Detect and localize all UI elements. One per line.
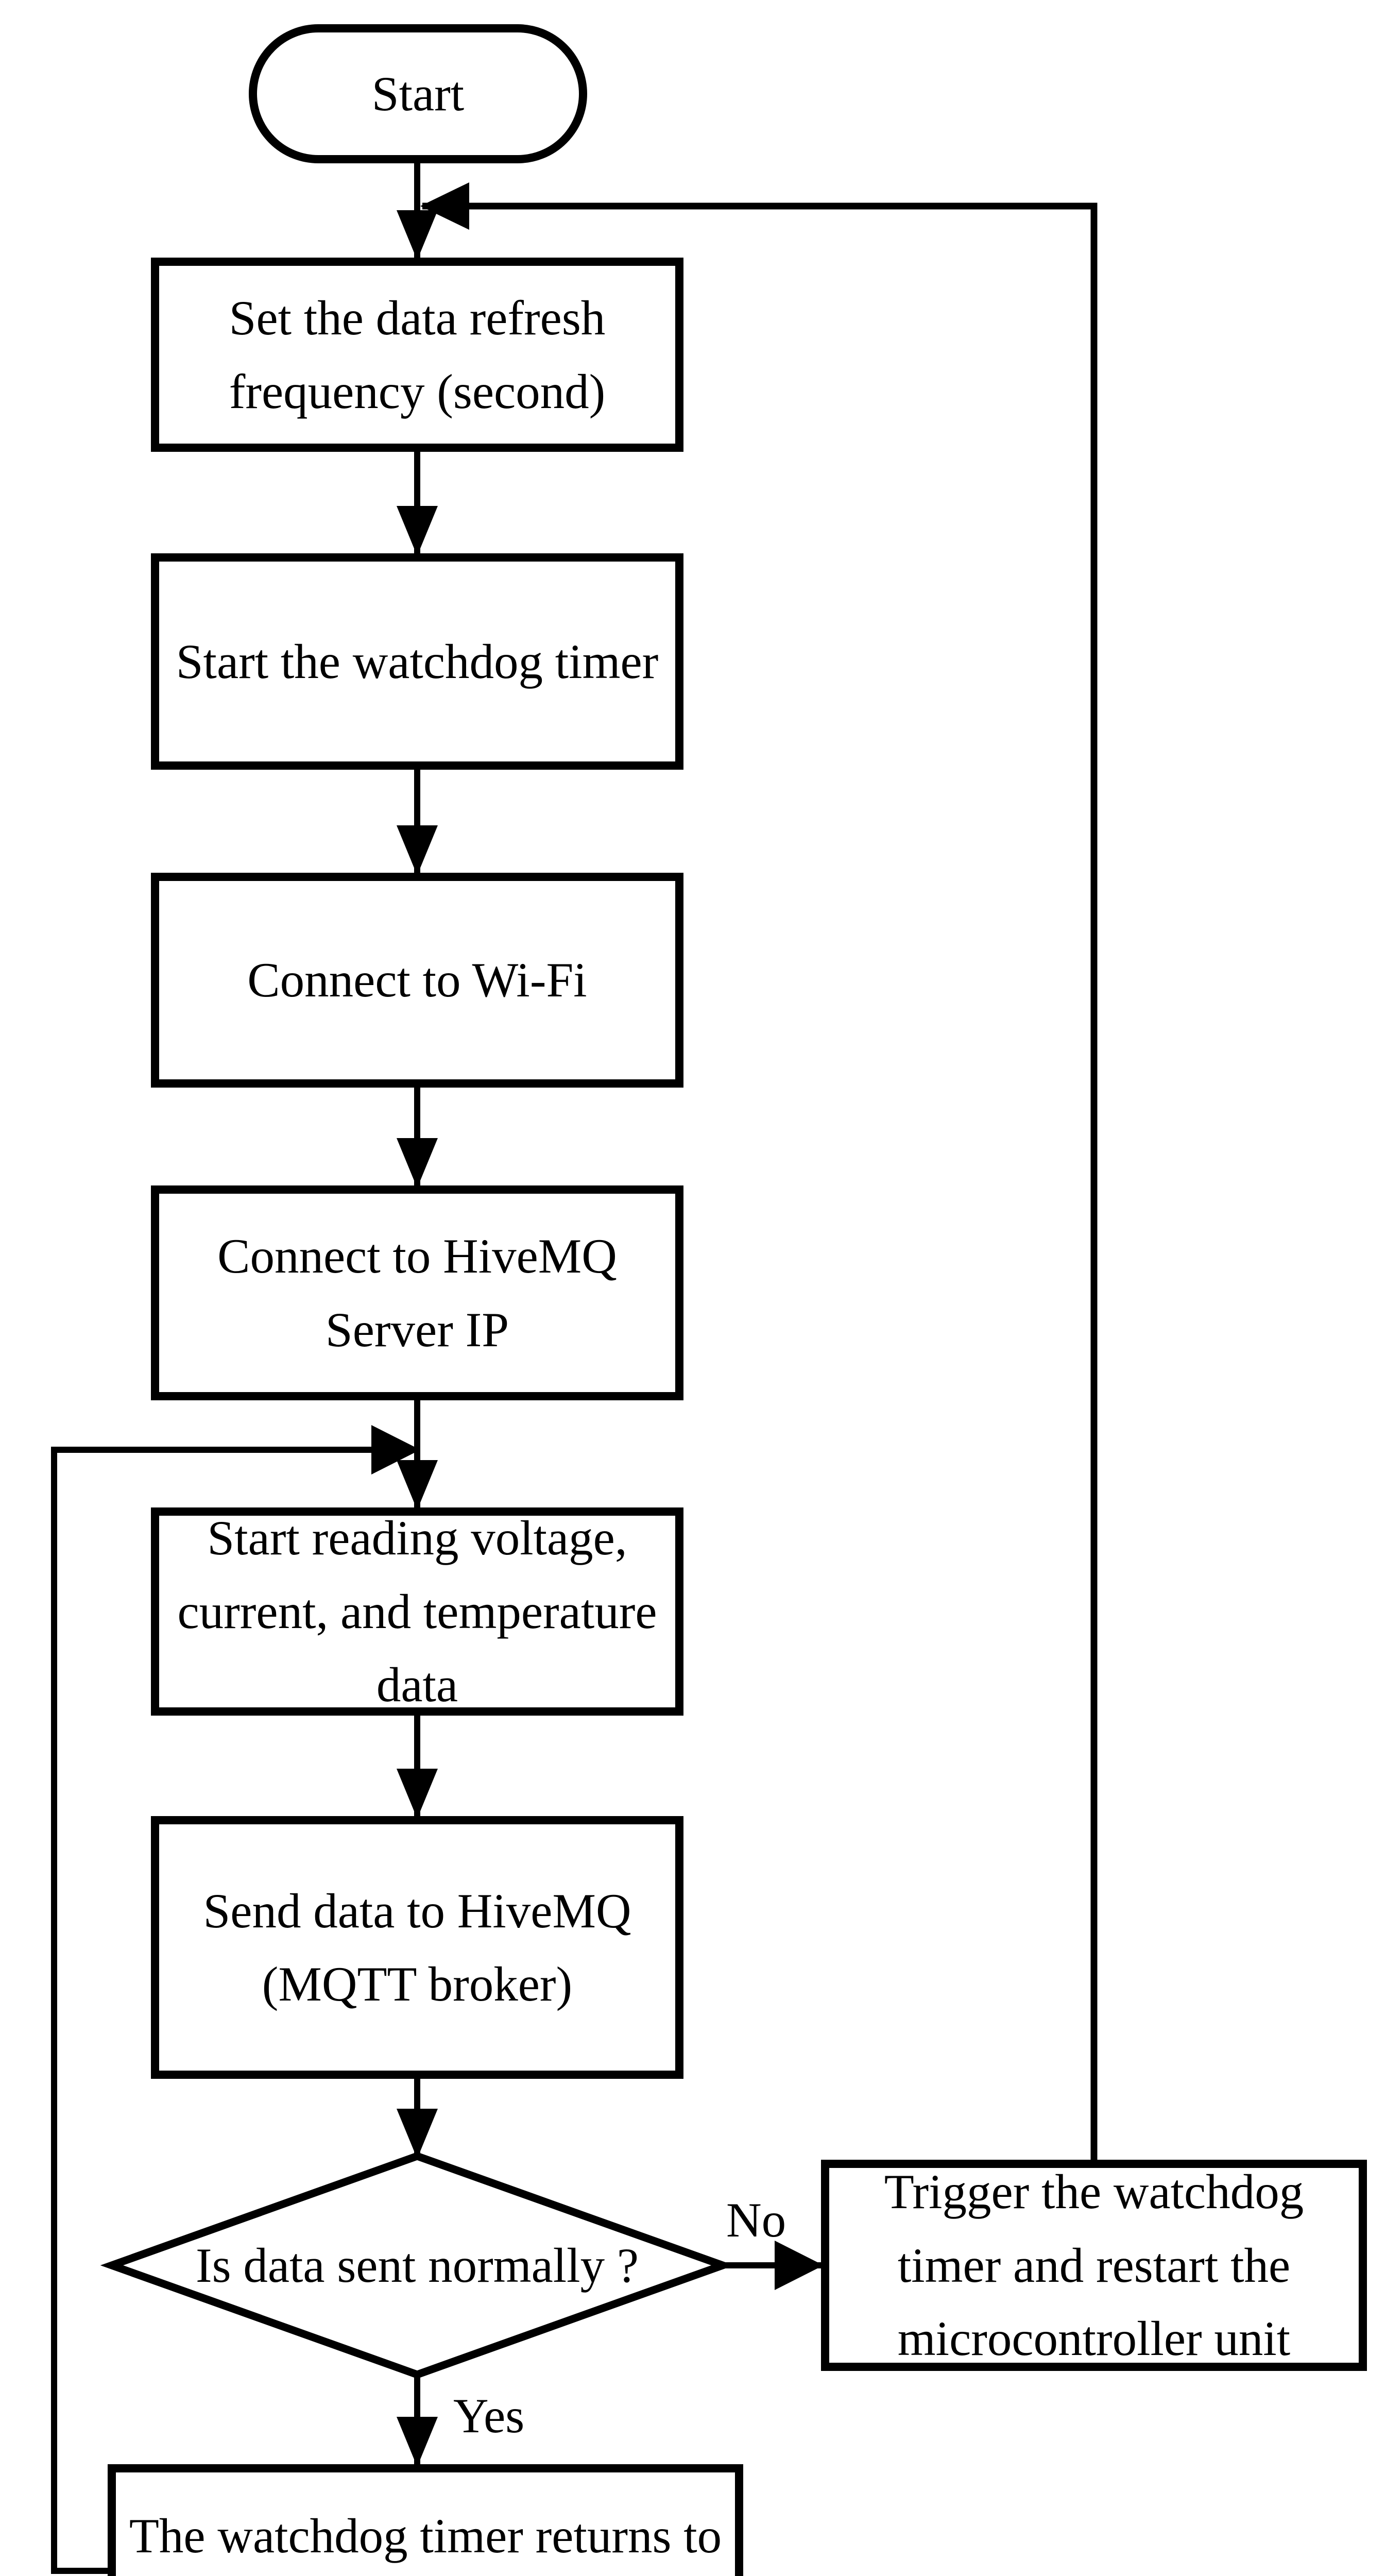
- arrowhead-into-trigger-restart: [775, 2241, 824, 2290]
- node-read-sensor-values: Start reading voltage, current, and temp…: [151, 1507, 683, 1716]
- edge-label-yes: Yes: [453, 2388, 525, 2443]
- node-send-data-to-hivemq: Send data to HiveMQ (MQTT broker): [151, 1816, 683, 2079]
- arrowhead-into-connect-wifi: [397, 825, 438, 875]
- node-set-refresh-frequency: Set the data refresh frequency (second): [151, 258, 683, 452]
- edge-yes-loop-line: [51, 1447, 418, 2574]
- node-set-refresh-frequency-label: Set the data refresh frequency (second): [229, 291, 606, 419]
- node-connect-wifi-label: Connect to Wi-Fi: [247, 953, 587, 1008]
- node-watchdog-returns-zero-label: The watchdog timer returns to zero and r…: [129, 2509, 722, 2563]
- decision-diamond-shape: [100, 2152, 734, 2379]
- edge-no-feedback-line: [422, 202, 1098, 2160]
- node-read-sensor-values-label: Start reading voltage, current, and temp…: [177, 1511, 657, 1713]
- node-start-label: Start: [371, 66, 465, 121]
- edge-label-no: No: [726, 2193, 786, 2247]
- node-start-watchdog-timer: Start the watchdog timer: [151, 553, 683, 770]
- arrowhead-into-read-values: [397, 1460, 438, 1510]
- arrowhead-feedback-into-main-line: [420, 182, 469, 230]
- node-start-watchdog-timer-label: Start the watchdog timer: [176, 634, 659, 689]
- arrowhead-into-start-watchdog: [397, 506, 438, 556]
- arrowhead-into-send-data: [397, 1769, 438, 1819]
- node-connect-hivemq-server: Connect to HiveMQ Server IP: [151, 1185, 683, 1400]
- arrowhead-into-set-refresh: [397, 210, 438, 260]
- node-send-data-to-hivemq-label: Send data to HiveMQ (MQTT broker): [203, 1883, 631, 2012]
- node-trigger-watchdog-restart: Trigger the watchdog timer and restart t…: [821, 2160, 1367, 2371]
- node-connect-hivemq-server-label: Connect to HiveMQ Server IP: [217, 1229, 617, 1357]
- node-connect-wifi: Connect to Wi-Fi: [151, 873, 683, 1088]
- arrowhead-into-connect-hivemq: [397, 1138, 438, 1188]
- node-decision-is-data-sent-label: Is data sent normally ?: [195, 2238, 639, 2293]
- node-watchdog-returns-zero: The watchdog timer returns to zero and r…: [108, 2464, 743, 2576]
- arrowhead-into-watchdog-returns: [397, 2417, 438, 2467]
- node-trigger-watchdog-restart-label: Trigger the watchdog timer and restart t…: [884, 2164, 1304, 2366]
- arrowhead-into-decision: [397, 2109, 438, 2159]
- arrowhead-loop-into-main-line: [371, 1425, 420, 1475]
- node-decision-is-data-sent: Is data sent normally ?: [112, 2229, 723, 2302]
- node-start: Start: [249, 24, 587, 163]
